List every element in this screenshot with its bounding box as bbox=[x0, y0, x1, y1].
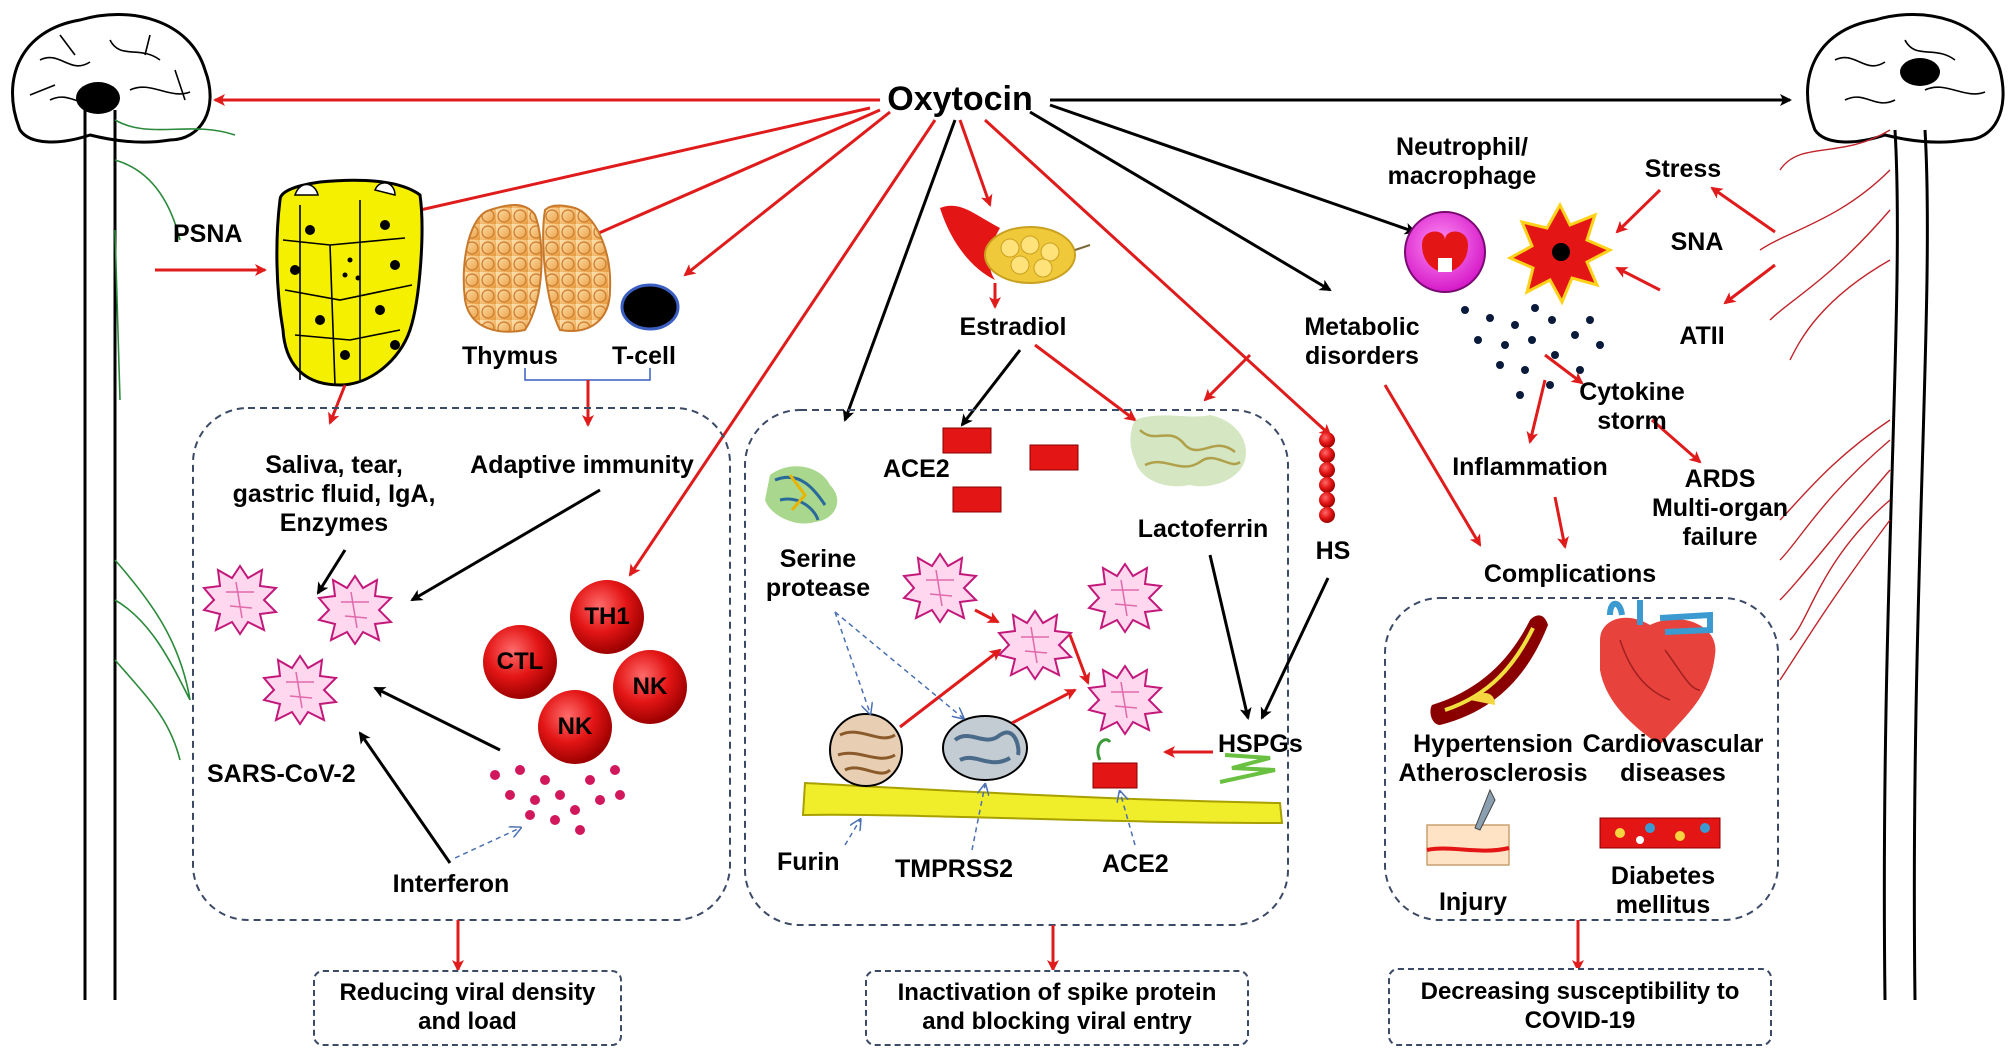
interferon-dots bbox=[490, 765, 625, 835]
thymus-icon bbox=[462, 204, 612, 333]
atii-label: ATII bbox=[1679, 322, 1725, 350]
ovary-icon bbox=[940, 205, 1091, 284]
outcome-viral-load: Reducing viral density and load bbox=[313, 970, 622, 1046]
cytokine-storm-label: Cytokine storm bbox=[1579, 378, 1685, 435]
nk-cell-label: NK bbox=[557, 713, 593, 740]
tmprss2-label: TMPRSS2 bbox=[895, 855, 1014, 883]
ards-label: ARDS Multi-organ failure bbox=[1651, 465, 1789, 551]
left-brain-icon bbox=[11, 12, 236, 1000]
ace2-membrane-label: ACE2 bbox=[1102, 850, 1169, 878]
interferon-label: Interferon bbox=[392, 870, 510, 898]
right-brain-icon bbox=[1759, 12, 2005, 1001]
estradiol-label: Estradiol bbox=[959, 313, 1067, 341]
viral-entry-box bbox=[744, 409, 1289, 926]
heart-icon bbox=[1600, 600, 1716, 745]
cell-membrane bbox=[801, 781, 1284, 825]
stress-label: Stress bbox=[1644, 155, 1722, 183]
ace2-label: ACE2 bbox=[883, 455, 950, 483]
ace2-membrane-icon bbox=[1092, 738, 1138, 789]
blood-vessel-icon bbox=[1599, 817, 1721, 849]
salivary-gland-icon bbox=[275, 178, 424, 425]
virus-icon bbox=[1088, 563, 1162, 633]
immune-box bbox=[192, 407, 731, 921]
furin-label: Furin bbox=[777, 848, 840, 876]
macrophage-icon bbox=[1506, 201, 1614, 306]
oxytocin-arrows bbox=[155, 94, 1792, 577]
t-cell-label: T-cell bbox=[612, 342, 676, 370]
artery-icon bbox=[1430, 615, 1548, 725]
furin-icon bbox=[829, 713, 903, 787]
lactoferrin-icon bbox=[1130, 415, 1246, 487]
th1-cell-label: TH1 bbox=[584, 603, 630, 630]
metabolic-disorders-label: Metabolic disorders bbox=[1304, 313, 1420, 370]
virus-icon bbox=[1088, 665, 1162, 735]
sna-label: SNA bbox=[1670, 228, 1724, 256]
inflammation-label: Inflammation bbox=[1452, 453, 1608, 481]
neutrophil-icon bbox=[1404, 211, 1486, 293]
virus-icon bbox=[903, 553, 977, 623]
complications-label: Complications bbox=[1483, 560, 1657, 588]
secretions-label: Saliva, tear, gastric fluid, IgA, Enzyme… bbox=[232, 451, 436, 537]
serine-protease-label: Serine protease bbox=[765, 545, 871, 602]
ace2-receptor-icons bbox=[942, 427, 1079, 513]
hspgs-label: HSPGs bbox=[1218, 730, 1303, 758]
immune-cells bbox=[483, 580, 687, 764]
hypertension-label: Hypertension Atherosclerosis bbox=[1398, 730, 1588, 787]
virus-icon bbox=[318, 575, 392, 645]
tmprss2-icon bbox=[942, 715, 1028, 781]
lactoferrin-label: Lactoferrin bbox=[1137, 515, 1269, 543]
heparan-sulfate-chain-icon bbox=[1319, 432, 1335, 523]
virus-icon bbox=[203, 565, 277, 635]
sars-cov-2-label: SARS-CoV-2 bbox=[207, 760, 356, 788]
ctl-cell-label: CTL bbox=[496, 648, 544, 675]
neutrophil-macrophage-label: Neutrophil/ macrophage bbox=[1387, 133, 1537, 190]
cytokine-dots bbox=[1461, 304, 1604, 399]
outcome-viral-entry: Inactivation of spike protein and blocki… bbox=[865, 970, 1249, 1046]
thymus-label: Thymus bbox=[462, 342, 558, 370]
t-cell-icon bbox=[620, 283, 680, 331]
diabetes-label: Diabetes mellitus bbox=[1610, 862, 1716, 919]
serine-protease-icon bbox=[765, 466, 838, 524]
injury-icon bbox=[1426, 788, 1510, 866]
cardiovascular-label: Cardiovascular diseases bbox=[1582, 730, 1764, 787]
hs-label: HS bbox=[1315, 537, 1351, 565]
adaptive-immunity-label: Adaptive immunity bbox=[470, 451, 694, 479]
virus-icon bbox=[998, 610, 1072, 680]
nk-cell-label: NK bbox=[632, 673, 668, 700]
virus-icon bbox=[263, 655, 337, 725]
outcome-susceptibility: Decreasing susceptibility to COVID-19 bbox=[1388, 968, 1772, 1046]
complications-box bbox=[1384, 597, 1779, 921]
hspg-icon bbox=[1219, 753, 1276, 784]
injury-label: Injury bbox=[1438, 888, 1508, 916]
psna-label: PSNA bbox=[173, 220, 243, 248]
oxytocin-title: Oxytocin bbox=[887, 80, 1033, 118]
